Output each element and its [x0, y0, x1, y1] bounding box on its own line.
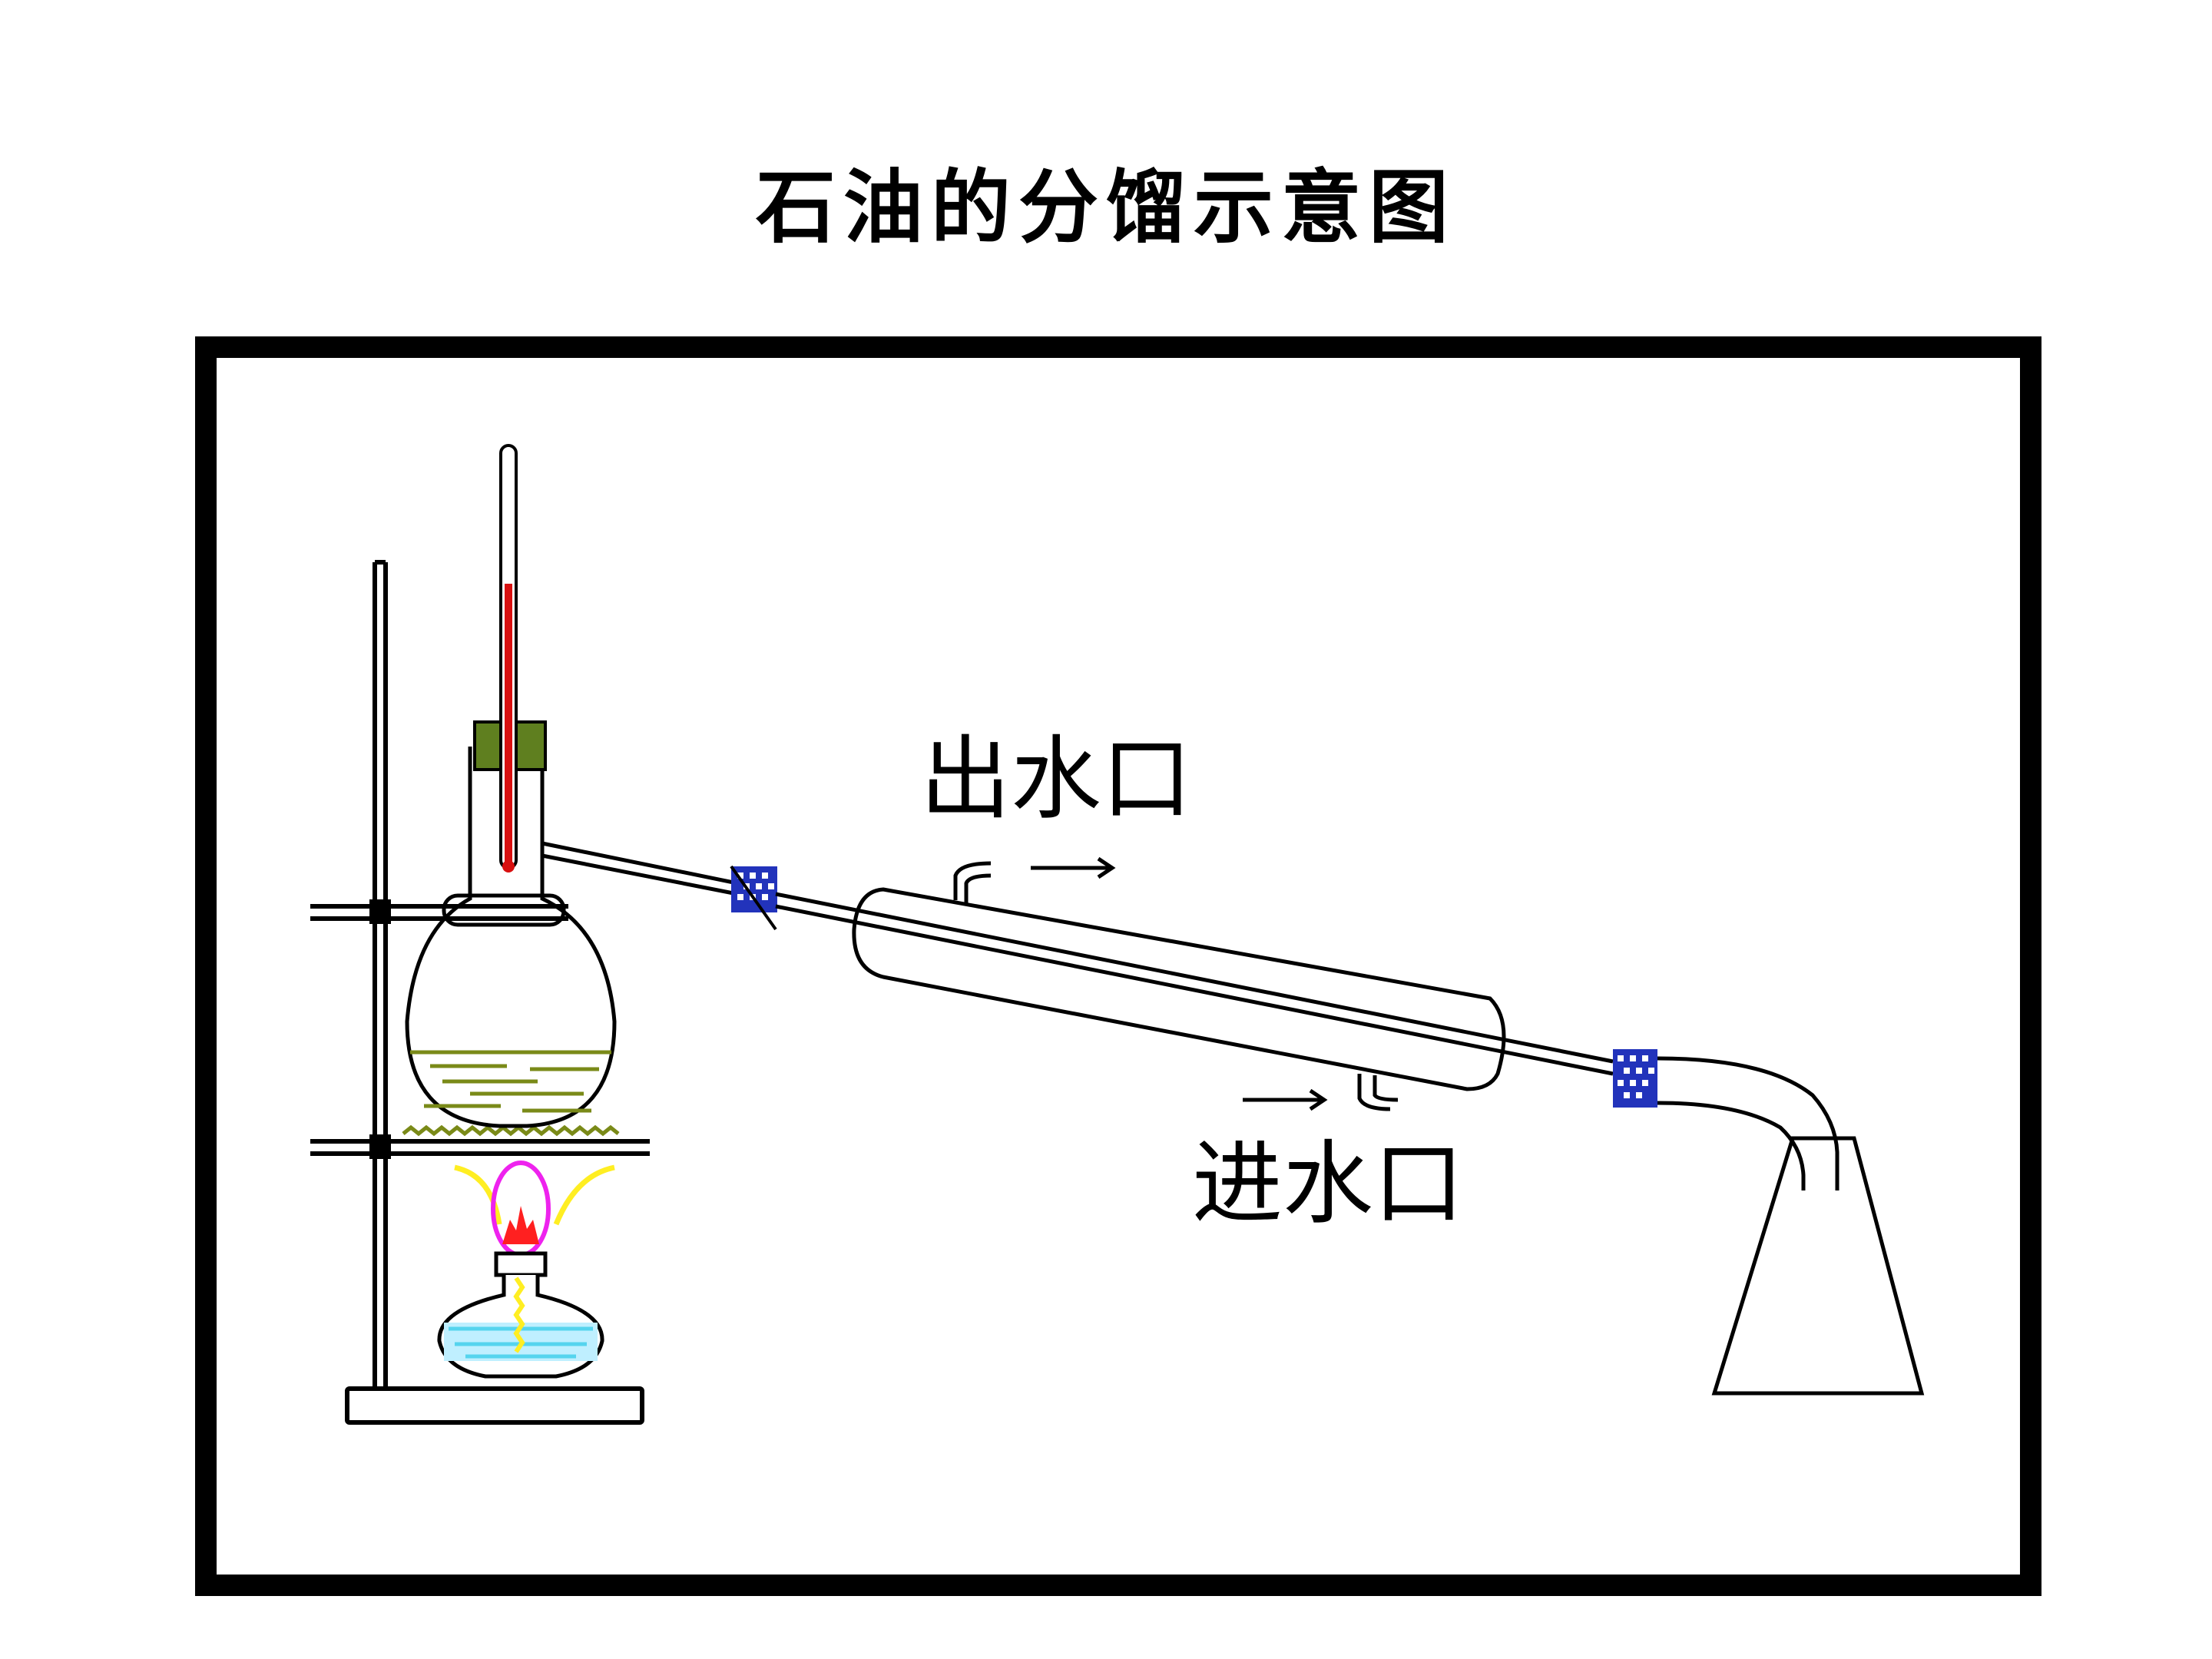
adapter-tube	[1657, 1056, 1839, 1190]
diagram-frame	[195, 336, 2041, 1596]
thermometer	[499, 444, 518, 873]
iron-stand	[310, 560, 650, 1425]
crude-oil-liquid	[410, 1050, 611, 1113]
distilling-flask	[405, 747, 738, 1128]
receiving-flask	[1711, 1136, 1925, 1396]
upper-clamp-boss	[369, 899, 391, 924]
flame-core	[502, 1206, 539, 1244]
liebig-condenser	[775, 861, 1614, 1111]
lamp-wick-cap	[494, 1251, 548, 1277]
diagram-title: 石油的分馏示意图	[755, 160, 1456, 254]
alcohol-lamp	[437, 1161, 615, 1379]
water-outlet-label: 出水口	[920, 726, 1193, 832]
mercury-column	[505, 584, 512, 868]
rubber-stopper-outlet	[1613, 1049, 1657, 1108]
rubber-stopper-inlet	[730, 865, 777, 931]
ring-boss	[369, 1134, 391, 1159]
inlet-arrow	[1243, 1088, 1328, 1111]
stand-base	[345, 1386, 644, 1425]
outlet-arrow	[1031, 856, 1116, 879]
water-inlet-label: 进水口	[1192, 1131, 1465, 1237]
wire-gauze	[402, 1124, 620, 1137]
